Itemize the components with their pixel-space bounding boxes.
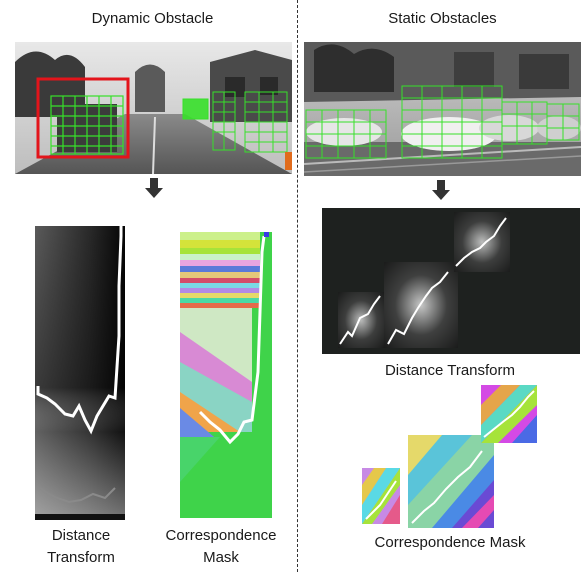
static-distance-caption: Distance Transform	[384, 362, 516, 379]
dynamic-mask-caption-line2: Mask	[203, 549, 239, 566]
panel-divider	[297, 0, 298, 572]
dynamic-obstacle-title: Dynamic Obstacle	[91, 10, 214, 27]
static-obstacles-photo	[304, 42, 581, 176]
dynamic-obstacle-highlight-box	[36, 77, 130, 159]
dynamic-distance-caption-line1: Distance	[51, 527, 111, 544]
right-down-arrow	[432, 180, 450, 200]
dynamic-distance-caption-line2: Transform	[47, 549, 115, 566]
left-down-arrow	[145, 178, 163, 198]
dynamic-distance-caption: Distance Transform	[22, 525, 140, 569]
static-correspondence-mask-image	[362, 385, 542, 528]
dynamic-correspondence-mask-image	[180, 232, 272, 518]
dynamic-mask-caption-line1: Correspondence	[165, 527, 277, 544]
static-mask-caption: Correspondence Mask	[374, 534, 526, 551]
dynamic-obstacle-photo	[15, 42, 292, 174]
static-obstacles-title: Static Obstacles	[388, 10, 497, 27]
dynamic-mask-caption: Correspondence Mask	[150, 525, 292, 569]
static-distance-transform-image	[322, 208, 580, 354]
dynamic-distance-transform-image	[35, 226, 125, 520]
